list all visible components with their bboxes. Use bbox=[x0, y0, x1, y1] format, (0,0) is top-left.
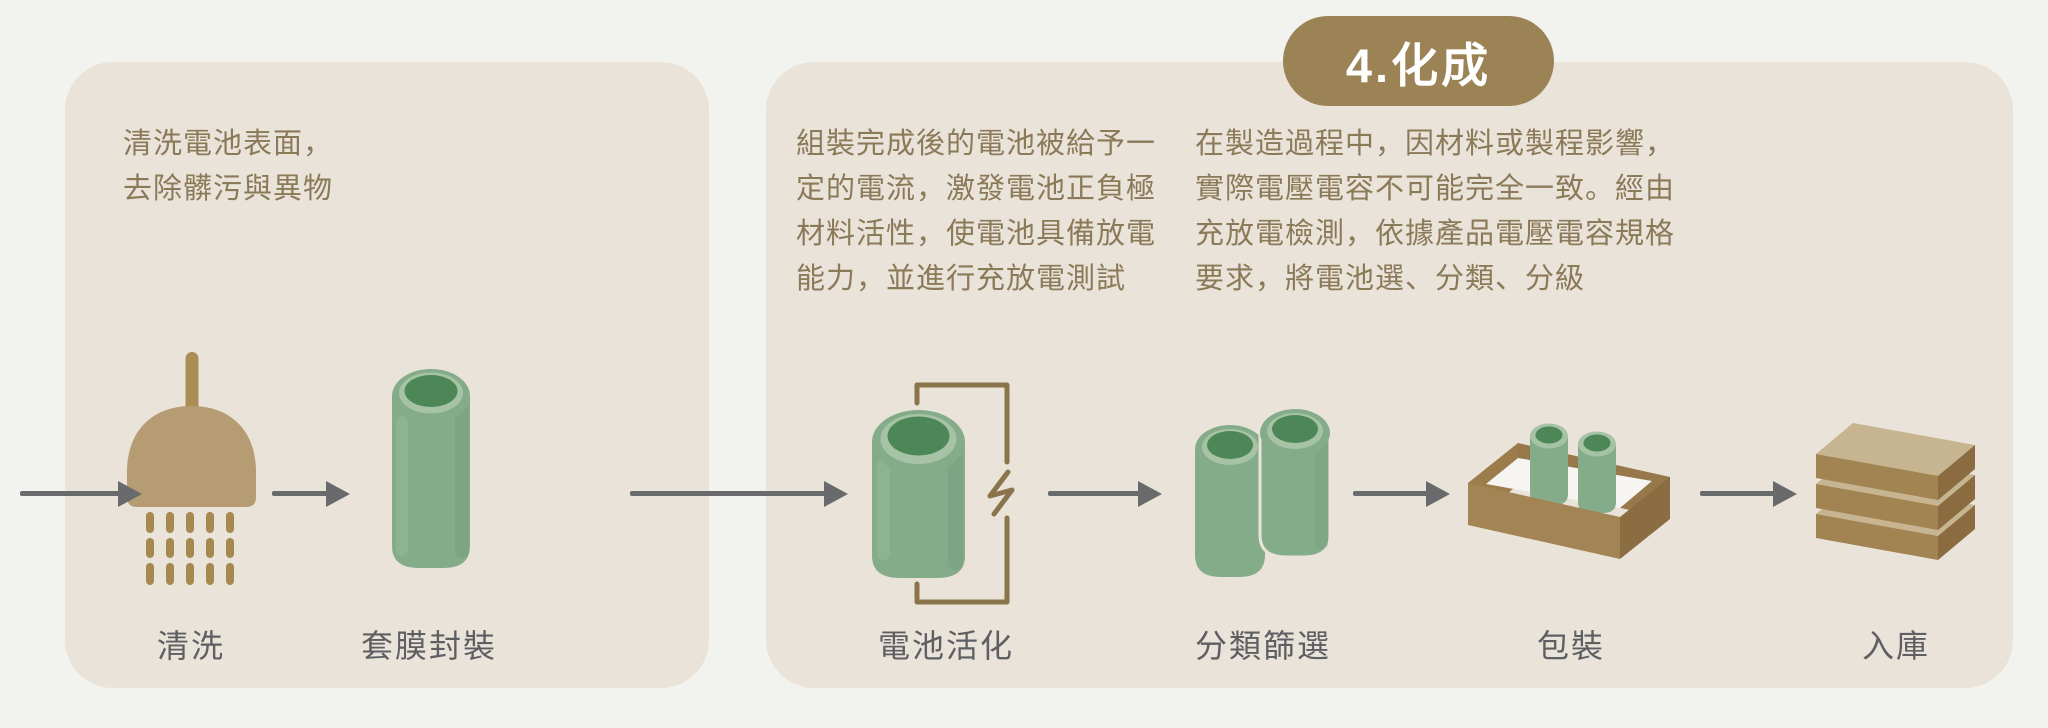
flow-arrow-1 bbox=[272, 481, 350, 507]
flow-arrow-3 bbox=[1048, 481, 1162, 507]
flow-arrow-in bbox=[20, 481, 142, 507]
circuit-line-top bbox=[914, 382, 1010, 465]
arrow-head-icon bbox=[824, 481, 848, 507]
step-label-packing: 包裝 bbox=[1536, 628, 1605, 664]
shower-icon bbox=[127, 352, 256, 585]
activation-description: 組裝完成後的電池被給予一 定的電流，激發電池正負極 材料活性，使電池具備放電 能… bbox=[796, 128, 1157, 295]
arrow-head-icon bbox=[118, 481, 142, 507]
boxed-battery-icon bbox=[1578, 431, 1616, 513]
battery-sorting-icon bbox=[1195, 409, 1332, 577]
step-label-activation: 電池活化 bbox=[877, 628, 1014, 664]
step-label-cleaning: 清洗 bbox=[156, 628, 225, 664]
arrow-head-icon bbox=[1426, 481, 1450, 507]
step-label-warehouse: 入庫 bbox=[1861, 628, 1930, 664]
step-label-wrapping: 套膜封裝 bbox=[360, 628, 497, 664]
battery-activation-icon bbox=[872, 382, 1015, 605]
step-label-sorting: 分類篩選 bbox=[1194, 628, 1331, 664]
arrow-head-icon bbox=[326, 481, 350, 507]
packing-box-icon bbox=[1468, 423, 1670, 559]
stage-badge: 4.化成 bbox=[1283, 16, 1554, 106]
sorting-description: 在製造過程中，因材料或製程影響， 實際電壓電容不可能完全一致。經由 充放電檢測，… bbox=[1195, 128, 1676, 295]
flow-arrow-4 bbox=[1353, 481, 1450, 507]
circuit-line-bottom bbox=[914, 515, 1010, 605]
wrapped-battery-icon bbox=[392, 369, 470, 568]
flow-arrow-5 bbox=[1700, 481, 1797, 507]
cleaning-description: 清洗電池表面， 去除髒污與異物 bbox=[123, 128, 334, 205]
arrow-head-icon bbox=[1138, 481, 1162, 507]
arrow-head-icon bbox=[1773, 481, 1797, 507]
boxed-battery-icon bbox=[1530, 423, 1568, 505]
flow-arrow-2 bbox=[630, 481, 848, 507]
panel-formation-stage bbox=[766, 62, 2013, 688]
stack-slab bbox=[1816, 423, 1975, 500]
lightning-bolt-icon bbox=[987, 469, 1015, 517]
stage-badge-label: 4.化成 bbox=[1345, 38, 1492, 92]
warehouse-stack-icon bbox=[1816, 423, 1975, 560]
